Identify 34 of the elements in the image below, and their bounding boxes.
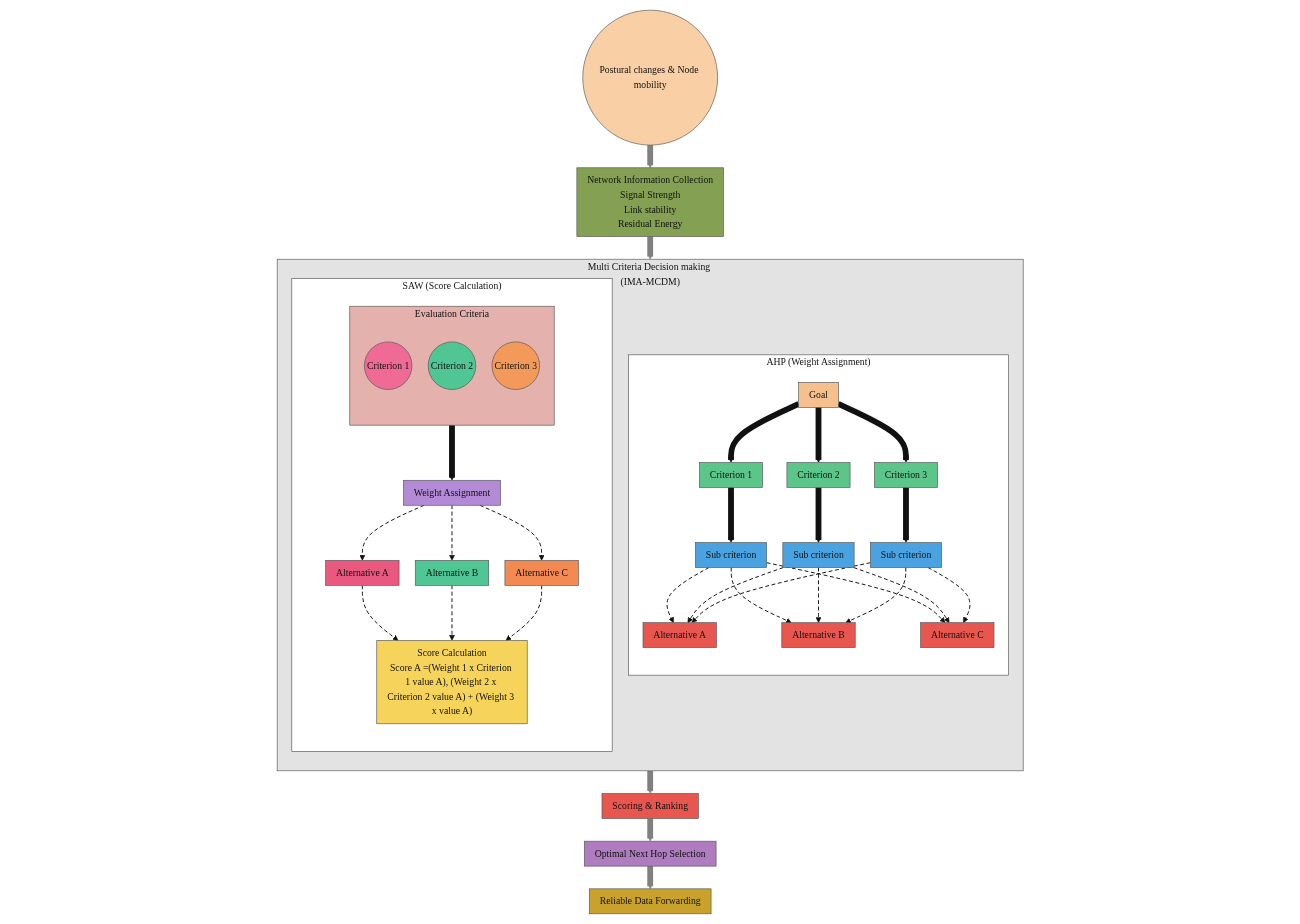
node-box: Alternative C — [920, 622, 995, 648]
node-circle: Criterion 1 — [363, 341, 413, 390]
node-box: Sub criterion — [782, 542, 855, 568]
node-box: Alternative A — [325, 560, 400, 586]
node-box: Criterion 1 — [698, 462, 763, 488]
arrow — [815, 487, 822, 543]
node-circle: Postural changes & Node mobility — [582, 9, 718, 146]
node-box: Weight Assignment — [403, 479, 501, 506]
node-box: Reliable Data Forwarding — [588, 888, 712, 915]
arrow — [647, 817, 653, 842]
node-circle: Criterion 3 — [491, 341, 540, 390]
arrow — [727, 401, 800, 463]
node-box: Alternative B — [781, 622, 856, 648]
arrow — [902, 487, 909, 543]
arrow — [727, 487, 734, 543]
node-box: Criterion 2 — [786, 462, 851, 488]
arrow — [647, 865, 653, 890]
node-box: Alternative B — [414, 560, 489, 586]
arrow — [647, 769, 653, 794]
node-box: Sub criterion — [694, 542, 767, 568]
node-box: Score Calculation Score A =(Weight 1 x Criterion 1 value A), (Weight 2 x Criterion 2 value A) + (Weight 3 x value A) — [376, 640, 528, 725]
node-box: Scoring & Ranking — [601, 793, 699, 819]
arrow — [647, 144, 653, 169]
node-circle: Criterion 2 — [427, 341, 476, 390]
node-box: Network Information Collection Signal Strength Link stability Residual Energy — [576, 167, 724, 237]
node-box: Alternative A — [642, 622, 717, 648]
node-box: Alternative C — [504, 560, 579, 586]
node-box: Criterion 3 — [873, 462, 938, 488]
node-box: Sub criterion — [869, 542, 942, 568]
node-box: Optimal Next Hop Selection — [583, 840, 717, 867]
arrow — [448, 425, 455, 481]
arrow — [815, 407, 822, 463]
arrow — [647, 235, 653, 260]
node-box: Goal — [798, 382, 839, 408]
